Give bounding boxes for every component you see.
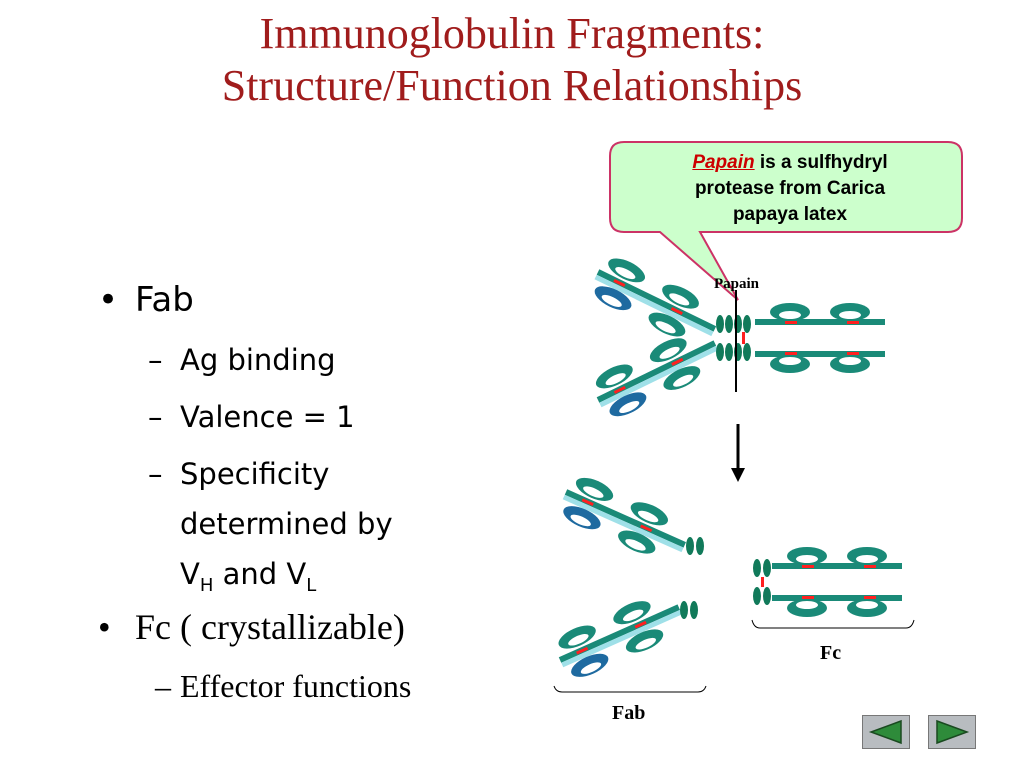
papain-label: Papain <box>714 276 760 292</box>
bullet-fab: Fab <box>135 280 194 320</box>
title-line-1: Immunoglobulin Fragments: <box>259 9 765 58</box>
fc-fragment <box>751 547 915 629</box>
bullet-fc: Fc ( crystallizable) <box>135 607 405 647</box>
sub-bullet-ag-binding: Ag binding <box>180 343 336 377</box>
intact-antibody <box>587 251 885 423</box>
sub-bullet-specificity: Specificity <box>180 457 330 491</box>
right-triangle-icon <box>936 719 970 745</box>
slide-title: Immunoglobulin Fragments: Structure/Func… <box>0 8 1024 112</box>
callout-line-2: protease from Carica <box>694 178 886 199</box>
fab-fragments <box>551 471 707 693</box>
dash: – <box>148 343 163 377</box>
left-triangle-icon <box>868 719 902 745</box>
sub-bullet-effector: Effector functions <box>180 668 412 704</box>
callout-text: Papain is a sulfhydryl protease from Car… <box>640 150 940 228</box>
next-slide-button[interactable] <box>928 715 976 749</box>
down-arrow <box>731 424 745 482</box>
title-line-2: Structure/Function Relationships <box>221 61 803 110</box>
dash: – <box>155 668 171 704</box>
sub-bullet-vh-vl: VH and VL <box>180 557 317 596</box>
fab-label: Fab <box>612 702 646 724</box>
bullet-dot: • <box>98 607 111 647</box>
papain-word: Papain <box>692 152 755 173</box>
callout-line-1: is a sulfhydryl <box>754 152 888 173</box>
previous-slide-button[interactable] <box>862 715 910 749</box>
dash: – <box>148 457 163 491</box>
sub-bullet-determined-by: determined by <box>180 507 393 541</box>
dash: – <box>148 400 163 434</box>
callout-line-3: papaya latex <box>732 204 848 225</box>
sub-bullet-valence: Valence = 1 <box>180 400 355 434</box>
fc-label: Fc <box>820 642 842 664</box>
bullet-dot: • <box>98 280 119 320</box>
